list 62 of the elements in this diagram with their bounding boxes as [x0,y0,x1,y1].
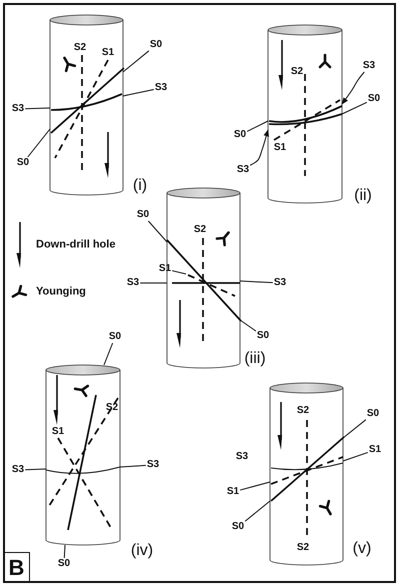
plane-label: S3 [274,278,286,288]
leader-line [342,452,368,462]
plane-label: S1 [368,445,382,455]
plane-label: S3 [126,278,140,288]
plane-label: S0 [232,522,244,532]
plane-label: S3 [12,465,24,475]
leader-line [240,482,270,491]
drill-core-drawing [46,364,120,546]
leader-line [342,419,366,438]
legend-label: Younging [36,286,86,298]
leader-line [172,270,186,274]
drill-core-drawing [270,382,345,566]
panel-number: (ii) [354,188,372,204]
leader-line [27,128,50,158]
panel-number: (iv) [130,543,154,559]
legend-label: Down-drill hole [36,240,116,250]
leader-line [244,500,270,522]
plane-label: S0 [256,331,270,341]
leader-line [140,282,168,284]
plane-label: S3 [236,452,248,462]
panel-letter: B [4,552,30,582]
plane-label: S0 [136,210,150,220]
drill-core-drawing [268,24,342,204]
plane-label: S1 [102,48,114,58]
plane-label: S2 [194,225,206,235]
panel-number: (v) [352,541,372,557]
plane-label: S2 [74,43,86,53]
leader-line [240,320,256,332]
plane-label: S0 [150,40,162,50]
leader-line [342,102,368,114]
plane-label: S3 [236,165,250,175]
leader-arrow [342,72,365,105]
plane-label: S1 [274,143,286,153]
plane-label: S0 [16,158,30,168]
plane-label: S0 [368,94,380,104]
leader-line [122,50,150,72]
leader-line [246,120,268,132]
plane-label: S2 [296,543,310,553]
drill-core-drawing [50,14,125,196]
plane-label: S2 [290,67,304,77]
leader-arrow [250,129,269,166]
leader-line [240,280,274,284]
plane-label: S0 [366,409,380,419]
plane-label: S1 [52,427,64,437]
plane-label: S0 [234,130,246,140]
leader-line [64,544,66,558]
plane-label: S3 [146,460,160,470]
plane-label: S3 [154,83,168,93]
leader-line [24,468,46,470]
plane-label: S3 [12,104,24,114]
leader-line [24,108,50,110]
plane-label: S2 [296,406,310,416]
leader-line [104,342,114,366]
panel-number: (i) [132,178,148,194]
leader-line [120,464,146,468]
leader-line [122,89,154,96]
plane-label: S3 [362,61,376,71]
plane-label: S1 [226,487,240,497]
panel-number: (iii) [244,351,266,367]
plane-label: S0 [58,559,70,569]
leader-line [148,220,168,242]
plane-label: S0 [108,332,122,342]
